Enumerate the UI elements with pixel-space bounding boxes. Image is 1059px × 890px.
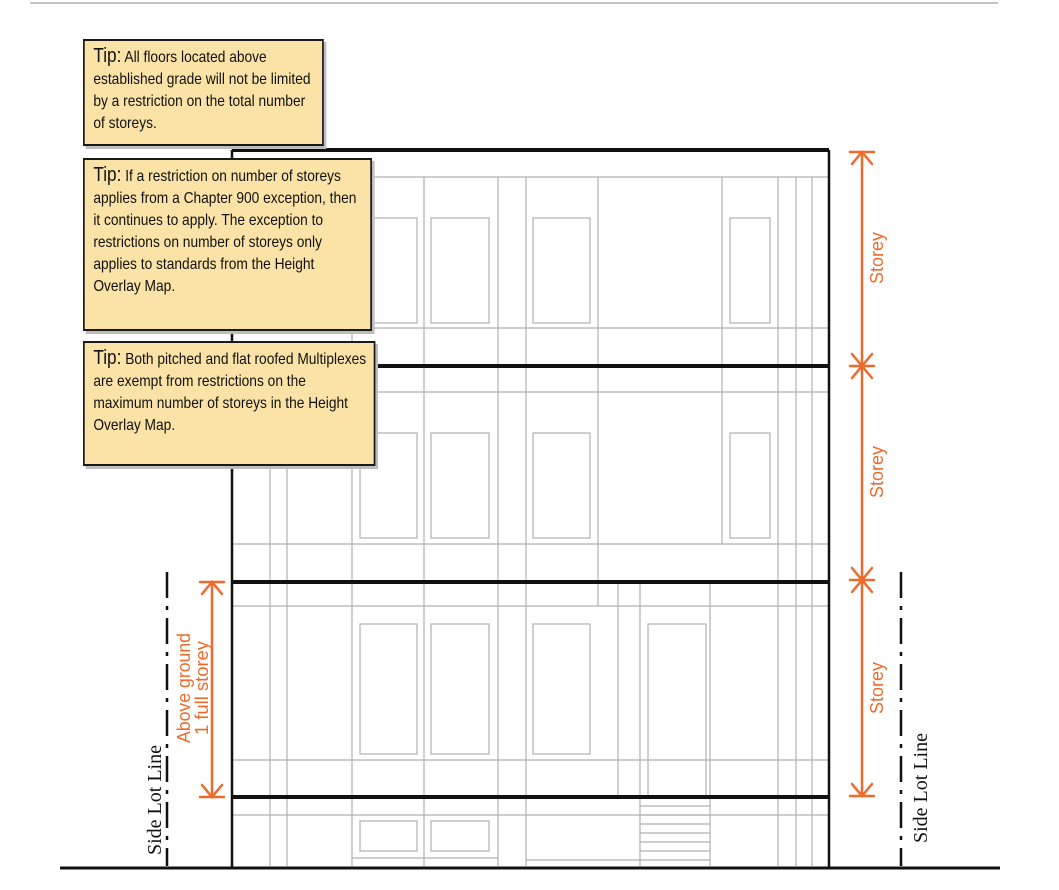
above-ground-dimension [198,580,226,799]
tip-heading: Tip: [93,164,122,186]
tip-box-grade: Tip: All floors located above establishe… [83,39,324,146]
tip-heading: Tip: [93,45,122,67]
tip-text: Both pitched and flat roofed Multiplexes… [93,351,367,434]
above-ground-label-line1: Above ground [174,633,194,743]
building-outline [230,148,831,868]
tip-text: If a restriction on number of storeys ap… [93,168,357,295]
storey-dimension [848,150,876,798]
side-lot-line-label-left: Side Lot Line [144,745,166,855]
tip-box-multiplexes: Tip: Both pitched and flat roofed Multip… [83,341,376,466]
facade [232,176,829,866]
tip-box-chapter-900: Tip: If a restriction on number of store… [83,158,372,331]
above-ground-label-line2: 1 full storey [192,641,212,735]
tip-heading: Tip: [93,347,122,369]
side-lot-line-label-right: Side Lot Line [910,733,932,843]
storey-label-3: Storey [867,232,887,284]
tip-text: All floors located above established gra… [93,49,311,132]
storey-label-2: Storey [867,446,887,498]
storey-label-1: Storey [867,662,887,714]
